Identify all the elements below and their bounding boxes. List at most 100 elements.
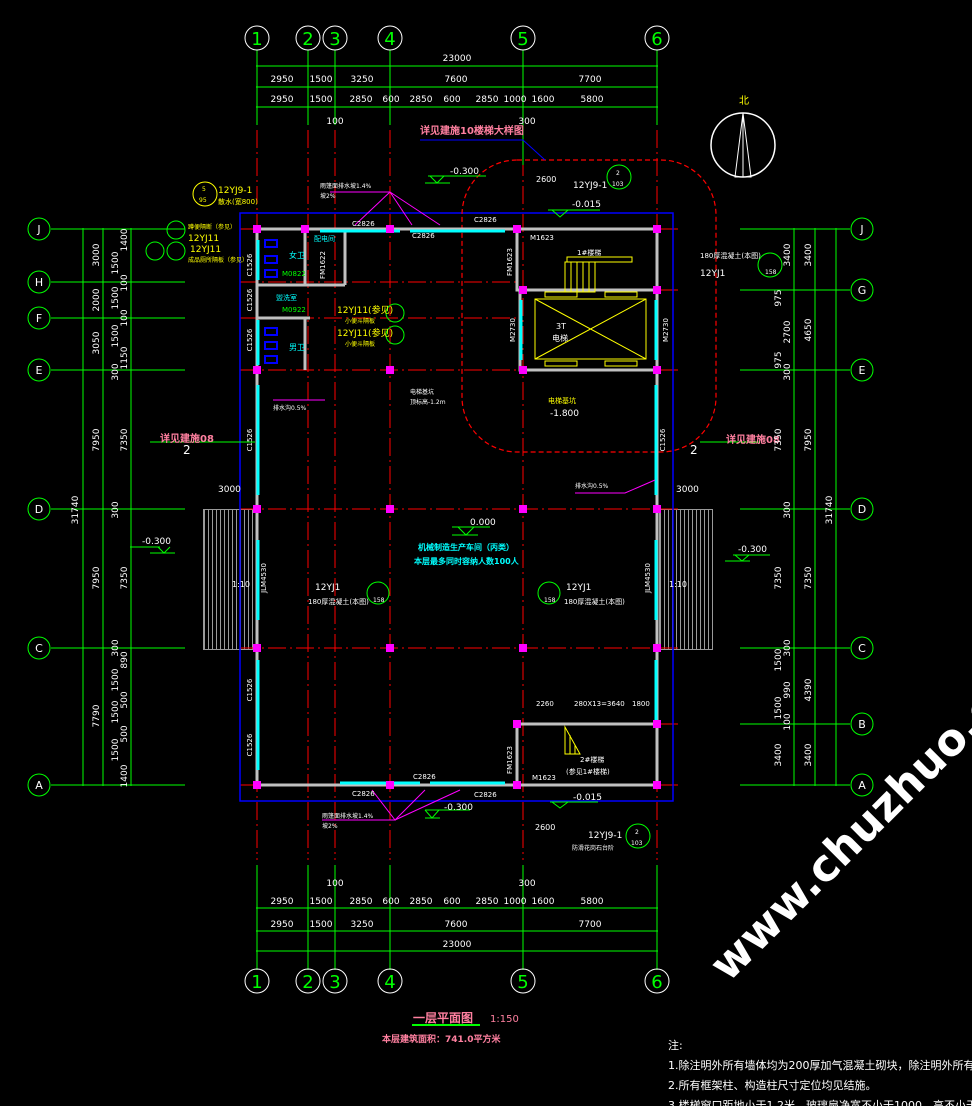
dimension-text: 2850 <box>350 897 373 907</box>
room-main-label: 机械制造生产车间（丙类） <box>418 542 514 552</box>
window-code: C2826 <box>352 220 375 228</box>
dimension-text: 3250 <box>351 75 374 85</box>
toilet-fixtures <box>264 239 278 364</box>
axis-label: C <box>35 642 43 655</box>
dimension-text: 1500 <box>310 95 333 105</box>
axis-bubble <box>27 497 51 521</box>
elevation-step-top: -0.015 <box>572 200 601 210</box>
male-wc-label: 男卫 <box>289 343 305 352</box>
opening-code: C1526 <box>246 678 254 701</box>
axis-label: J <box>36 223 40 236</box>
dimension-text: 300 <box>111 363 121 380</box>
axis-bubble <box>244 25 270 51</box>
ref-text: 12YJ11 <box>188 234 219 244</box>
axis-bubble <box>850 278 874 302</box>
axis-label: E <box>36 364 43 377</box>
dimension-text: 7350 <box>120 428 130 451</box>
dimension-text: 7700 <box>579 75 602 85</box>
reference-circles <box>145 164 783 849</box>
axis-bubble <box>27 636 51 660</box>
dimension-text: 2950 <box>271 897 294 907</box>
dimension-text: 2000 <box>92 288 102 311</box>
axis-label: 1 <box>251 972 262 993</box>
dimension-text: 2850 <box>350 95 373 105</box>
ref-text: 12YJ9-1 <box>588 831 622 841</box>
ref-text: 雨篷面排水坡1.4% <box>320 182 372 190</box>
dimension-text: 1500 <box>774 648 784 671</box>
compass-label: 北 <box>739 95 749 107</box>
ramp-slope-left: 1:10 <box>232 580 250 589</box>
room-capacity-label: 本层最多同时容纳人数100人 <box>413 556 520 566</box>
section-mark-right: 2 <box>690 443 698 457</box>
axis-bubble <box>27 217 51 241</box>
axis-bubble <box>850 636 874 660</box>
dimension-text: 3400 <box>804 243 814 266</box>
column <box>386 781 394 789</box>
axis-label: C <box>858 642 866 655</box>
axis-label: A <box>35 779 43 792</box>
dimension-text: 100 <box>120 309 130 326</box>
elevation-bottom: -0.300 <box>444 803 473 813</box>
dimension-text: 300 <box>518 879 535 889</box>
axis-label: 3 <box>329 972 340 993</box>
stair-2 <box>564 725 581 755</box>
dimension-text: 600 <box>382 897 399 907</box>
ref-num: 95 <box>199 197 207 204</box>
ramp-right <box>659 509 713 650</box>
elevator-shaft <box>534 291 647 367</box>
ref-note: 蹲便隔断（参见） <box>188 223 236 231</box>
dimension-text: 1000 <box>504 95 527 105</box>
dimension-text: 600 <box>382 95 399 105</box>
dimension-text: 7600 <box>445 75 468 85</box>
axis-bubble <box>295 968 321 994</box>
dimension-text: 1500 <box>111 324 121 347</box>
elevation-floor: 0.000 <box>470 518 496 528</box>
ref-num: 158 <box>544 597 556 604</box>
opening-code: M2730 <box>662 318 670 342</box>
elevator-load: 3T <box>556 322 566 331</box>
female-wc-label: 女卫 <box>289 250 305 260</box>
windows <box>256 229 658 785</box>
washroom-label: 盥洗室 <box>276 293 297 302</box>
axis-label: 6 <box>651 29 662 50</box>
axis-label: 5 <box>517 972 528 993</box>
elevation-pit: -1.800 <box>550 409 579 419</box>
dimension-text: 500 <box>120 725 130 742</box>
ref-text: 散水(宽800) <box>218 197 258 206</box>
ref-text: 12YJ11(参见) <box>337 304 393 316</box>
dimension-text: 300 <box>518 117 535 127</box>
dimension-text: 600 <box>443 95 460 105</box>
opening-code: JLM4530 <box>260 563 268 594</box>
axis-label: 2 <box>302 972 313 993</box>
dimension-text: 7950 <box>92 428 102 451</box>
ramp-width-left: 3000 <box>218 485 241 495</box>
dimension-text: 2850 <box>476 897 499 907</box>
door-code: M1623 <box>532 774 556 782</box>
dimension-text: 500 <box>120 691 130 708</box>
axis-bubble <box>510 25 536 51</box>
column <box>519 286 527 294</box>
dimension-text: 4390 <box>804 678 814 701</box>
stair-dim: 2260 <box>536 700 554 708</box>
ref-text: 12YJ9-1 <box>573 181 607 191</box>
note-line: 3.楼梯窗口距地小于1.2米，玻璃扇净宽不小于1000，高不小于1000，并设置… <box>668 1099 972 1106</box>
ramp-left <box>203 509 257 650</box>
door-code: M0922 <box>282 306 306 314</box>
column <box>386 225 394 233</box>
axis-label: G <box>858 284 867 297</box>
detail-label-right: 详见建施08 <box>726 433 780 446</box>
ref-text: 12YJ1 <box>700 269 725 279</box>
column <box>653 366 661 374</box>
opening-code: FM1622 <box>319 251 327 279</box>
dimension-text: 3400 <box>774 743 784 766</box>
columns <box>253 225 661 789</box>
axis-label: 6 <box>651 972 662 993</box>
stair-dim: 280X13=3640 <box>574 700 625 708</box>
dimension-text: 7950 <box>92 566 102 589</box>
ref-text: 12YJ1 <box>566 583 591 593</box>
dimension-text: 3400 <box>804 743 814 766</box>
door-code: M1623 <box>530 234 554 242</box>
